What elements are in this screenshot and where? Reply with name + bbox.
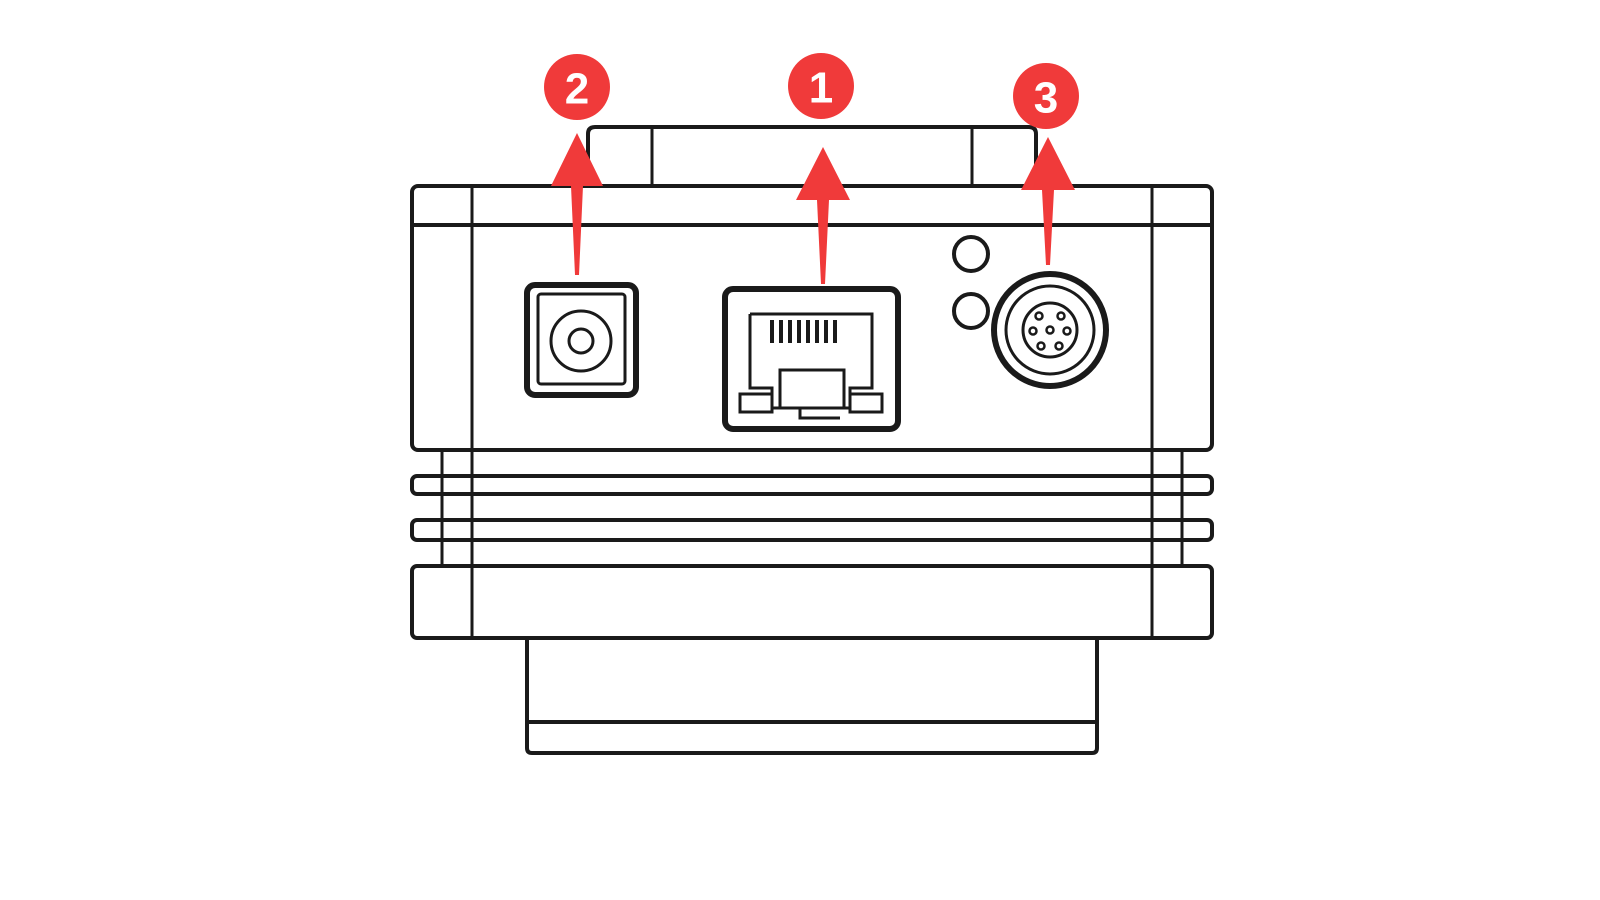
rj45-ethernet-port [722,286,901,432]
callout-arrow-2 [551,133,603,275]
status-leds [952,235,990,330]
lens-mount [525,640,1099,755]
circular-io-connector [991,271,1109,389]
top-tab [586,125,1038,186]
cooling-fins [410,450,1214,566]
callout-badge-3: 3 [1013,63,1079,129]
callout-badge-2: 2 [544,54,610,120]
callout-number: 1 [809,64,833,113]
callout-badge-1: 1 [788,53,854,119]
callout-arrow-1 [796,147,850,284]
rj45-pins [770,320,837,343]
callout-number: 3 [1034,74,1058,123]
callout-number: 2 [565,65,589,114]
callout-arrow-3 [1021,137,1075,265]
bottom-block [410,564,1214,640]
dc-power-jack [524,282,639,398]
